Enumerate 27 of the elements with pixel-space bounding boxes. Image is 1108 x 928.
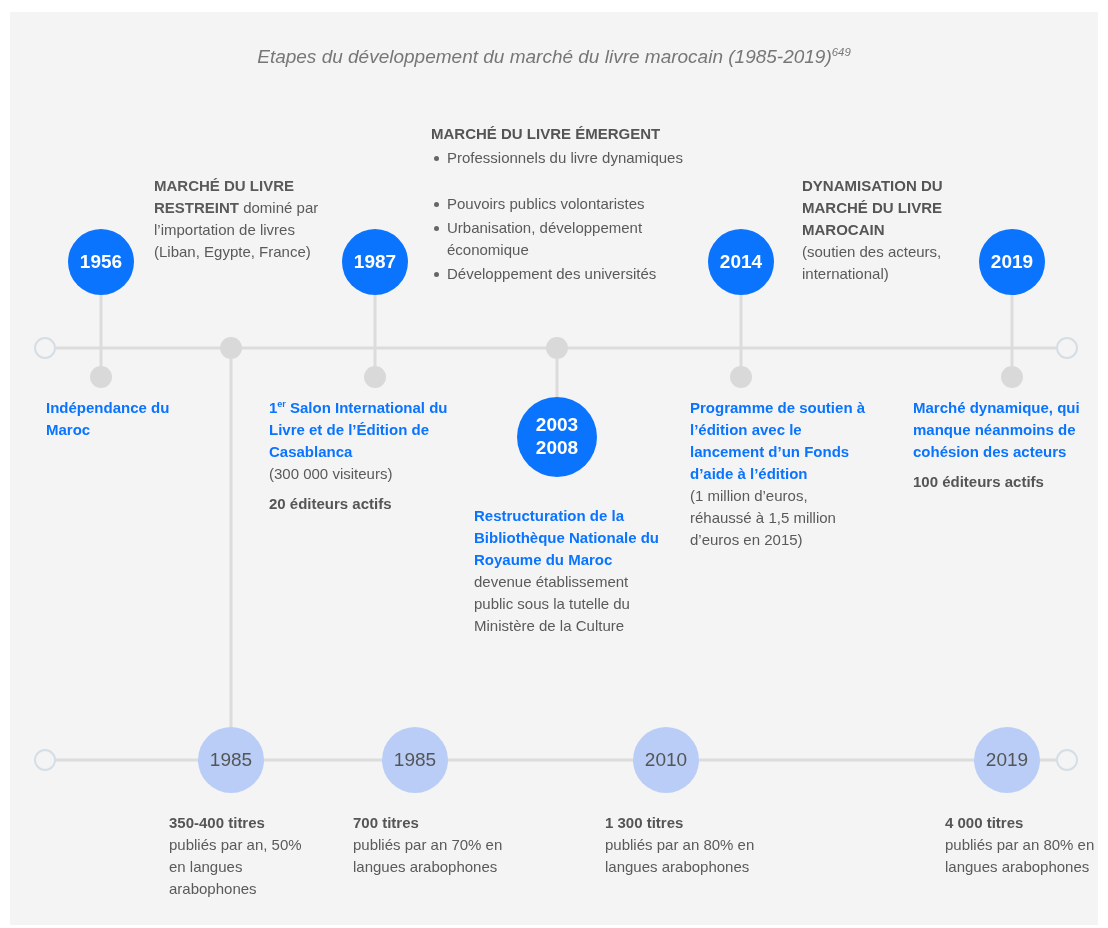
bullet-item: Professionnels du livre dynamiques (431, 147, 701, 169)
event-heading: Marché dynamique, qui manque néanmoins de cohésion des acteurs (913, 398, 1081, 462)
event-heading: Restructuration de la Bibliothèque Nationale du Royaume du Maroc (474, 506, 659, 570)
event-detail: (1 million d’euros, réhaussé à 1,5 million d’euros en 2015) (690, 486, 837, 550)
event-detail: publiés par an 70% en langues arabophones (353, 835, 503, 877)
bullet-item: Urbanisation, développement économique (431, 217, 701, 261)
event-detail: (300 000 visiteurs) (269, 464, 394, 484)
event-heading: Indépendance du Maroc (46, 398, 171, 440)
event-heading: 350-400 titres (169, 813, 266, 833)
event-detail: publiés par an 80% en langues arabophones (605, 835, 755, 877)
event-detail: publiés par an, 50% en langues arabophones (169, 835, 303, 899)
event-detail: publiés par an 80% en langues arabophones (945, 835, 1095, 877)
event-detail: 100 éditeurs actifs (913, 472, 1045, 492)
event-heading: 4 000 titres (945, 813, 1025, 833)
event-heading: 700 titres (353, 813, 420, 833)
period-text: (soutien des acteurs, international) (802, 242, 943, 284)
bullet-item: Pouvoirs publics volontaristes (431, 193, 701, 215)
event-heading: Programme de soutien à l’édition avec le lancement d’un Fonds d’aide à l’édition (690, 398, 867, 484)
period-heading: DYNAMISATION DU MARCHÉ DU LIVRE MAROCAIN (802, 176, 944, 240)
period-heading: MARCHÉ DU LIVRE ÉMERGENT (431, 124, 662, 144)
event-detail: 20 éditeurs actifs (269, 494, 393, 514)
diagram-title: Etapes du développement du marché du livre marocain (1985-2019)$^{649}$ (256, 46, 852, 68)
event-detail: devenue établissement public sous la tutelle du Ministère de la Culture (474, 572, 631, 636)
bullet-item: Développement des universités (431, 263, 701, 285)
event-heading: 1$^{er}$ Salon International du Livre et de l’Édition de Casablanca (269, 398, 449, 462)
event-heading: 1 300 titres (605, 813, 685, 833)
period-text: MARCHÉ DU LIVRE RESTREINT dominé par l’importation de livres (Liban, Egypte, France) (154, 176, 320, 262)
